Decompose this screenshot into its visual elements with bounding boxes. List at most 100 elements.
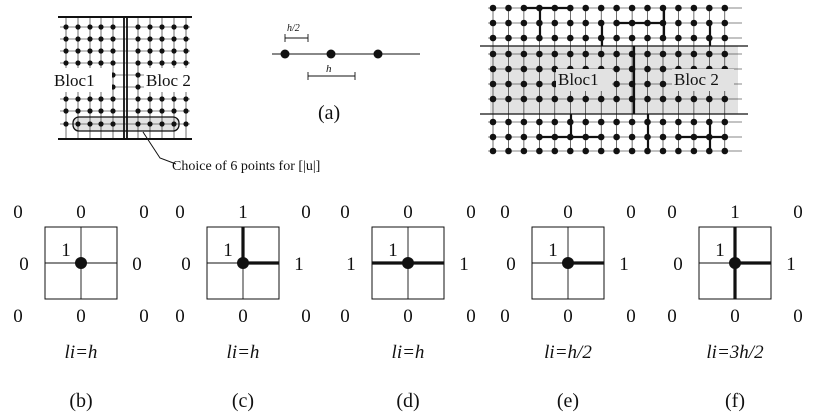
six-point-callout: Choice of 6 points for [|u|] [172, 159, 320, 174]
left-grid-point [147, 96, 153, 102]
stencil-corner-label: 0 [175, 202, 185, 223]
left-grid-point [110, 96, 116, 102]
right-grid-point [675, 118, 682, 126]
right-grid-point [675, 147, 682, 155]
stencil-corner-label: 0 [667, 202, 677, 223]
stencil-left-label: 0 [181, 254, 191, 275]
right-grid-point [567, 50, 574, 58]
right-grid-point [675, 19, 682, 27]
half-spacing-label: h/2 [287, 23, 300, 34]
right-grid-point [489, 133, 497, 141]
left-grid-point [135, 72, 141, 78]
right-grid-point [659, 95, 667, 103]
stencil-formula: li=h [392, 342, 425, 363]
left-grid-point [159, 60, 165, 66]
left-grid-point [183, 36, 189, 42]
right-grid-point [613, 4, 620, 12]
right-grid-point [613, 147, 620, 155]
stencil-formula: li=3h/2 [706, 342, 764, 363]
right-grid-point [644, 118, 651, 126]
right-grid-point [505, 50, 512, 58]
right-grid-point [489, 50, 497, 58]
left-grid-point [98, 96, 104, 102]
left-grid-point [87, 60, 93, 66]
right-grid-point [690, 34, 698, 42]
right-grid-point [489, 65, 497, 73]
right-grid-point [644, 133, 651, 141]
left-grid-point [63, 24, 69, 30]
stencil-center-label: 1 [223, 240, 233, 261]
right-grid-point [582, 50, 589, 58]
right-grid-point [706, 147, 713, 155]
stencil-caption: (f) [725, 390, 745, 412]
right-grid-point [659, 65, 667, 73]
right-grid-point [721, 50, 729, 58]
right-grid-point [706, 34, 713, 42]
right-grid-point [628, 4, 636, 12]
left-grid-point [110, 48, 116, 54]
right-grid-point [520, 65, 528, 73]
right-grid-point [582, 118, 589, 126]
left-grid-point [171, 96, 177, 102]
stencil-corner-label: 0 [340, 306, 350, 327]
left-grid-point [135, 24, 141, 30]
stencil-bottom-label: 0 [76, 306, 86, 327]
left-grid-point [110, 60, 116, 66]
stencil-left-label: 0 [506, 254, 516, 275]
right-grid-point [520, 50, 528, 58]
right-grid-point [675, 4, 682, 12]
left-grid-point [63, 108, 69, 114]
stencil-corner-label: 0 [340, 202, 350, 223]
right-grid-point [536, 133, 543, 141]
stencil-top-label: 1 [730, 202, 740, 223]
spacing-label: h [326, 63, 332, 75]
stencil-center-label: 1 [715, 240, 725, 261]
left-grid-point [171, 48, 177, 54]
stencil-corner-label: 0 [500, 306, 510, 327]
left-grid-point [183, 96, 189, 102]
right-grid-point [675, 95, 682, 103]
right-grid-point [659, 34, 667, 42]
left-grid-point [63, 121, 69, 127]
left-bloc-figure: Bloc1 Bloc 2 Choice of 6 points for [|u|… [52, 16, 320, 174]
left-grid-point [75, 24, 81, 30]
left-grid-point [159, 108, 165, 114]
stencil-corner-label: 0 [466, 202, 476, 223]
stencil-left-label: 0 [673, 254, 683, 275]
right-grid-point [582, 4, 589, 12]
stencil-corner-label: 0 [175, 306, 185, 327]
right-grid-point [706, 95, 713, 103]
right-grid-point [567, 118, 574, 126]
stencil-center-point [75, 257, 87, 269]
right-grid-point [489, 95, 497, 103]
stencil-caption: (b) [69, 390, 92, 412]
left-grid-point [63, 48, 69, 54]
spacing-point-1 [280, 49, 290, 59]
left-bloc2-label: Bloc 2 [146, 71, 191, 90]
right-grid-point [690, 95, 698, 103]
right-grid-point [567, 4, 574, 12]
figure-a-spacing: h/2 h (a) [272, 23, 420, 124]
left-grid-point [147, 24, 153, 30]
right-bloc2-label-backdrop [672, 69, 734, 91]
left-grid-point [135, 108, 141, 114]
right-grid-point [613, 34, 620, 42]
right-grid-point [690, 133, 698, 141]
left-grid-point [75, 108, 81, 114]
right-grid-point [597, 147, 605, 155]
stencil-formula: li=h/2 [544, 342, 592, 363]
right-grid-point [690, 118, 698, 126]
stencil-bottom-label: 0 [730, 306, 740, 327]
stencil-top-label: 1 [238, 202, 248, 223]
left-grid-point [159, 121, 165, 127]
right-grid-point [706, 118, 713, 126]
right-grid-point [644, 95, 651, 103]
stencil-corner-label: 0 [667, 306, 677, 327]
right-grid-point [551, 133, 559, 141]
right-grid-point [644, 80, 651, 88]
right-grid-point [505, 65, 512, 73]
